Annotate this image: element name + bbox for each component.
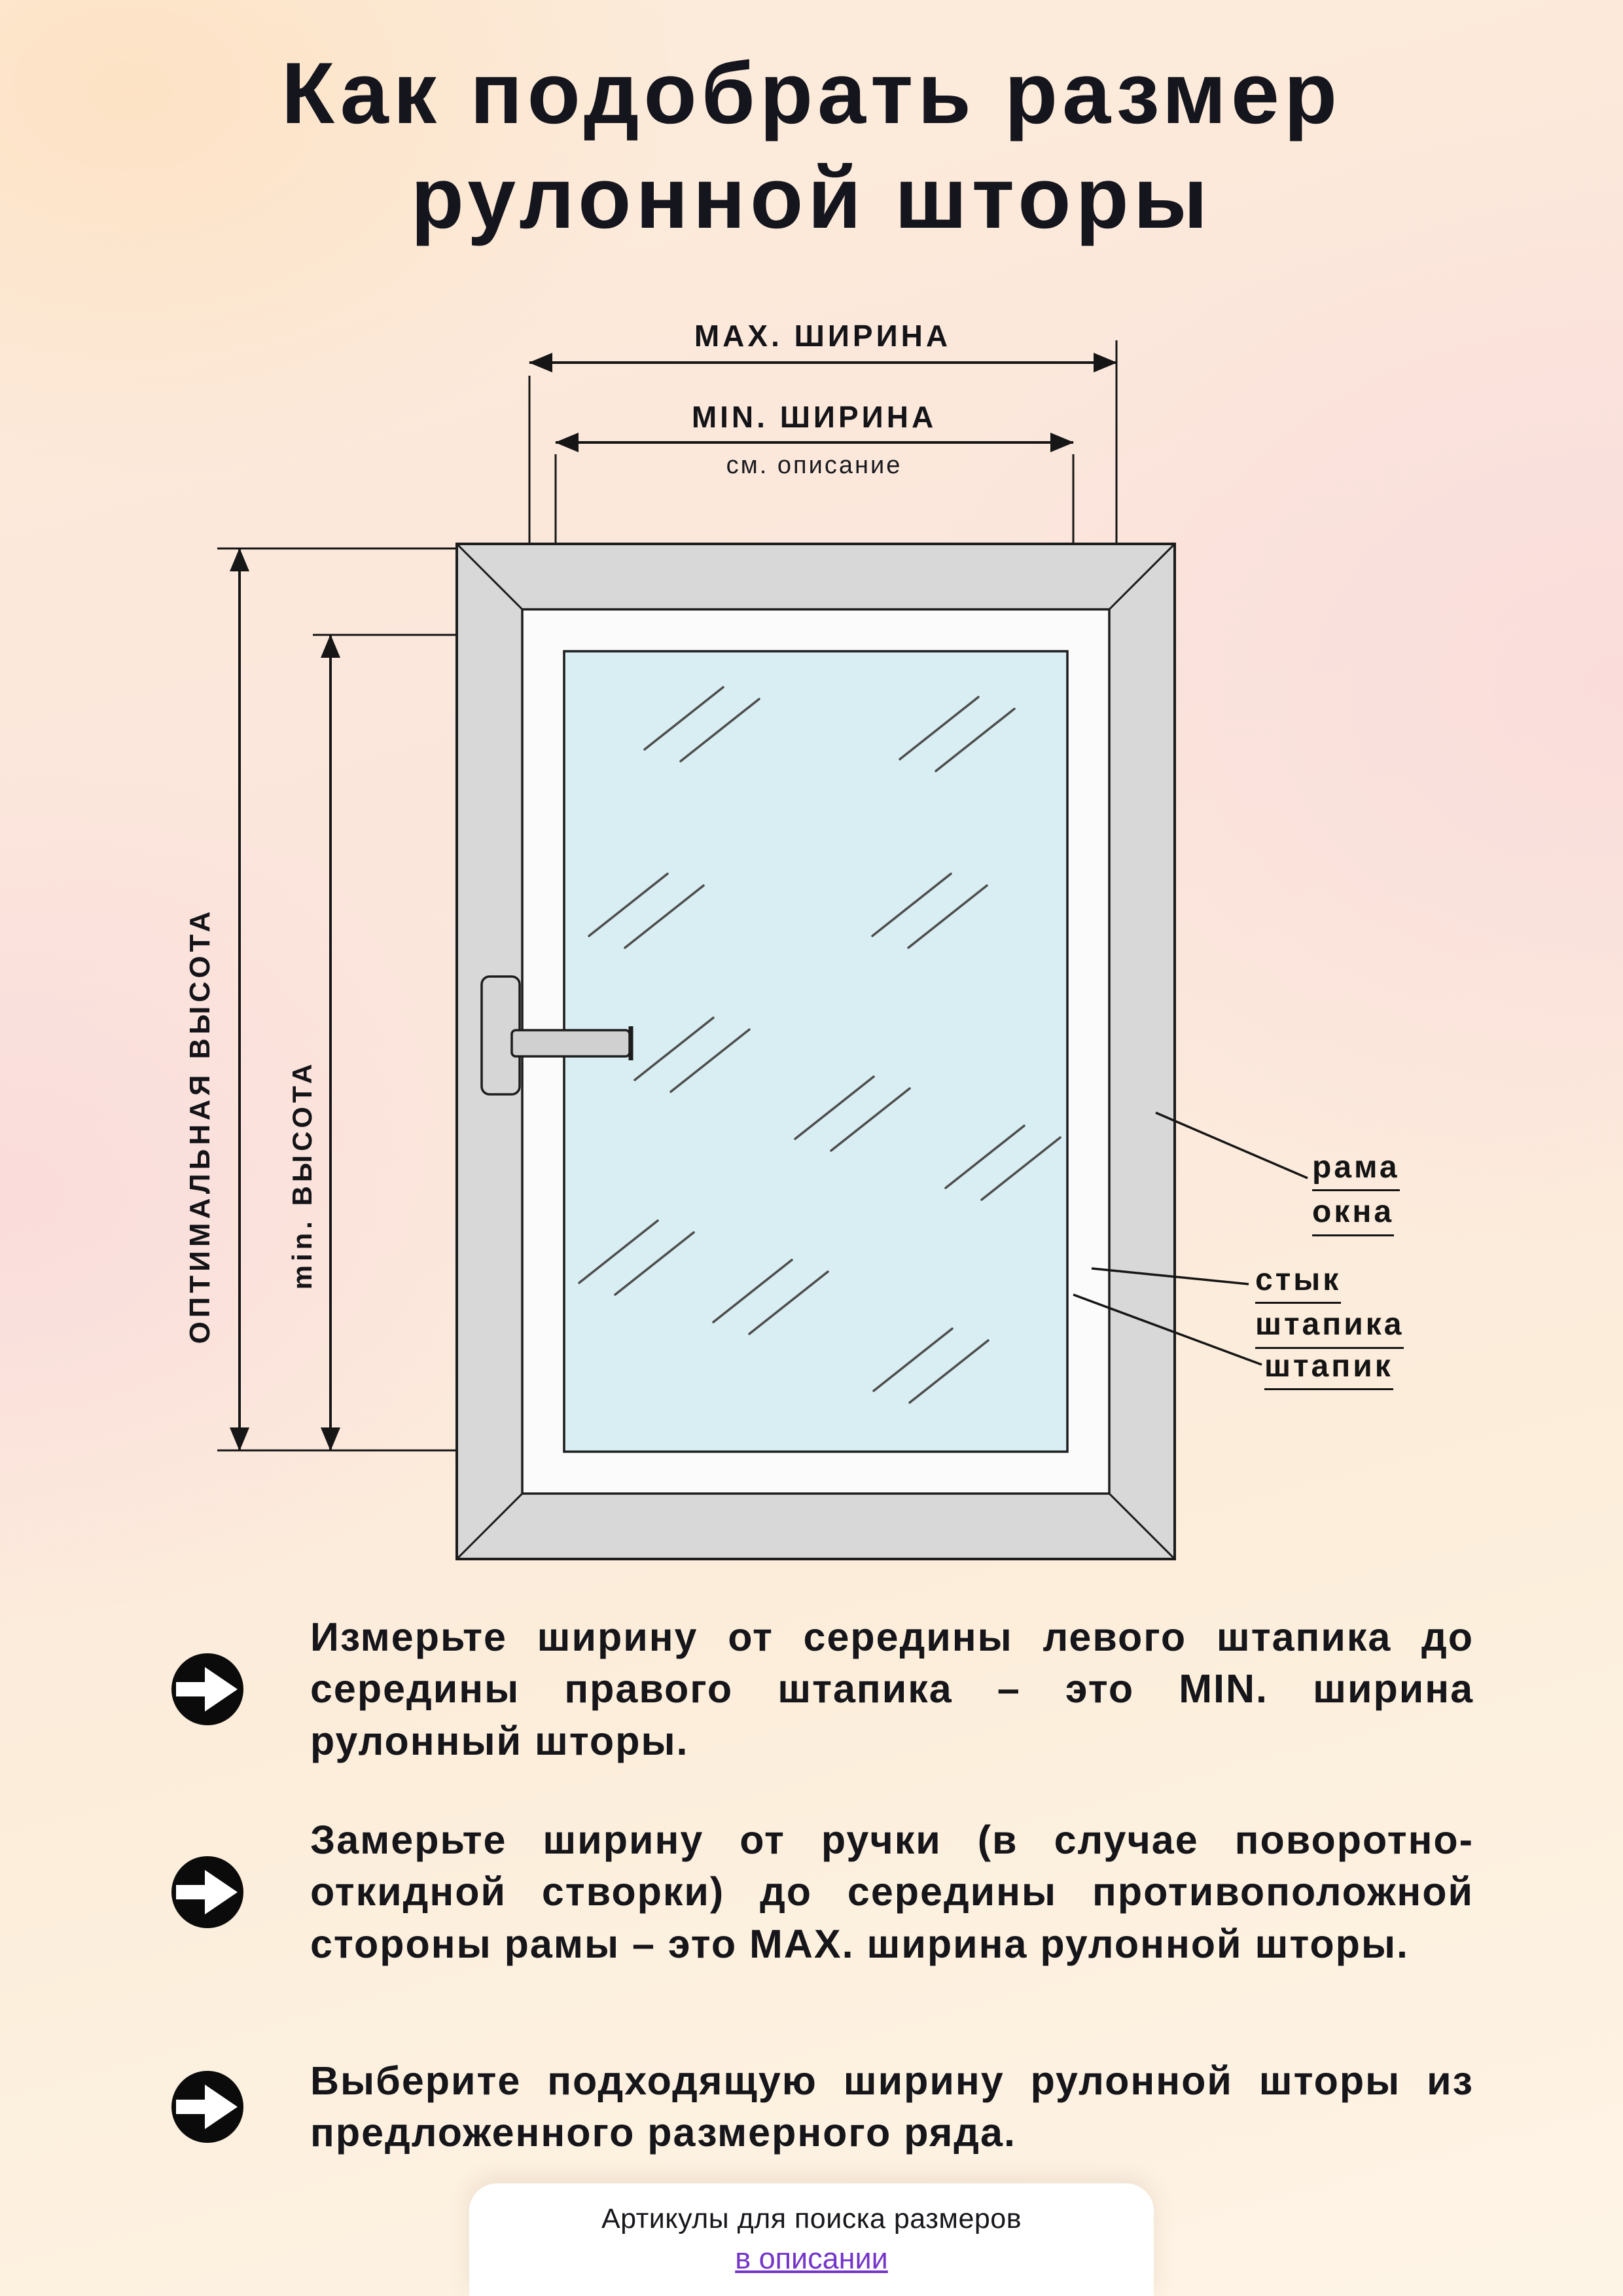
optimal-height-label: ОПТИМАЛЬНАЯ ВЫСОТА bbox=[184, 907, 216, 1344]
max-width-label: MAX. ШИРИНА bbox=[694, 319, 952, 353]
joint-label: стык штапика bbox=[1255, 1259, 1404, 1349]
arrow-icon bbox=[171, 2071, 243, 2144]
step-text: Выберите подходящую ширину рулонной штор… bbox=[310, 2058, 1474, 2155]
arrow-icon bbox=[171, 1856, 243, 1928]
joint-label-line1: стык bbox=[1255, 1259, 1342, 1304]
bead-label-text: штапик bbox=[1264, 1346, 1393, 1391]
window-diagram bbox=[217, 340, 1308, 1560]
footer-card: Артикулы для поиска размеров в описании bbox=[469, 2183, 1154, 2296]
leader-lines bbox=[1073, 1111, 1308, 1366]
window-glass bbox=[563, 650, 1069, 1453]
page-title-line1: Как подобрать размер bbox=[281, 45, 1342, 142]
step-item: Замерьте ширину от ручки (в случае повор… bbox=[169, 1814, 1474, 1970]
footer-caption: Артикулы для поиска размеров bbox=[601, 2203, 1022, 2234]
glass-glare-lines bbox=[578, 686, 1061, 1404]
frame-label-line1: рама bbox=[1312, 1147, 1400, 1192]
frame-label: рама окна bbox=[1312, 1147, 1400, 1236]
arrow-icon bbox=[171, 1653, 243, 1725]
frame-label-line2: окна bbox=[1312, 1191, 1395, 1236]
description-link[interactable]: в описании bbox=[735, 2242, 888, 2275]
step-item: Выберите подходящую ширину рулонной штор… bbox=[169, 2055, 1474, 2159]
min-width-note: см. описание bbox=[726, 452, 902, 479]
step-text: Измерьте ширину от середины левого штапи… bbox=[310, 1615, 1474, 1763]
page-title: Как подобрать размер рулонной шторы bbox=[0, 42, 1623, 251]
page-title-line2: рулонной шторы bbox=[410, 149, 1213, 247]
min-width-label: MIN. ШИРИНА bbox=[691, 400, 937, 434]
step-item: Измерьте ширину от середины левого штапи… bbox=[169, 1611, 1474, 1767]
step-text: Замерьте ширину от ручки (в случае повор… bbox=[310, 1818, 1474, 1966]
window-handle bbox=[480, 975, 633, 1096]
min-height-label: min. ВЫСОТА bbox=[287, 1060, 317, 1290]
joint-label-line2: штапика bbox=[1255, 1304, 1404, 1349]
bead-label: штапик bbox=[1264, 1346, 1393, 1391]
